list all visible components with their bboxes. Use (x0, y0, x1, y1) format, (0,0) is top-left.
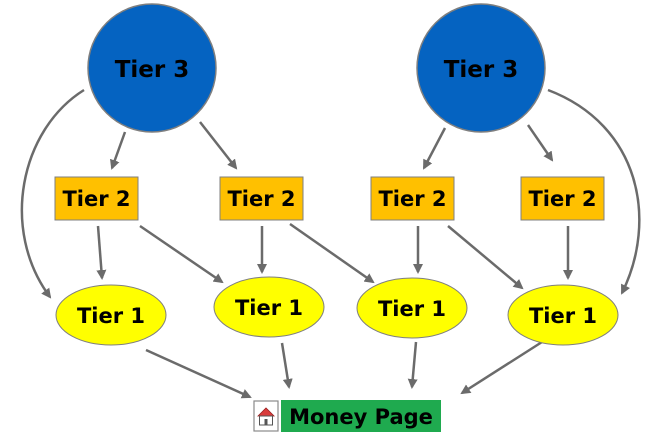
tier1-label: Tier 1 (529, 304, 597, 328)
tier2-label: Tier 2 (62, 187, 130, 211)
arrow-tier2a-to-tier1a (96, 225, 107, 280)
arrow-right-tier3-to-tier2-b (526, 124, 554, 162)
tier2-node: Tier 2 (219, 176, 304, 221)
tier1-label: Tier 1 (235, 296, 303, 320)
arrow-tier2c-to-tier1d (447, 225, 524, 290)
tier3-label: Tier 3 (115, 57, 190, 83)
arrow-tier2a-to-tier1b (139, 224, 224, 284)
tier1-node: Tier 1 (356, 277, 468, 339)
tier1-label: Tier 1 (77, 304, 145, 328)
arrow-right-tier3-to-tier1-curve (547, 88, 641, 295)
arrow-tier2b-to-tier1c (289, 222, 375, 284)
tier1-node: Tier 1 (507, 284, 619, 346)
tier2-label: Tier 2 (227, 187, 295, 211)
money-page-label: Money Page (289, 405, 433, 429)
tier2-label: Tier 2 (378, 187, 446, 211)
arrow-left-tier3-to-tier2-a (110, 131, 127, 170)
tier2-label: Tier 2 (528, 187, 596, 211)
arrow-tier1b-to-money (280, 342, 293, 389)
tier2-node: Tier 2 (520, 176, 605, 221)
arrow-left-tier3-to-tier2-b (199, 121, 238, 170)
tier1-label: Tier 1 (378, 297, 446, 321)
tier3-node: Tier 3 (416, 3, 546, 133)
tier3-label: Tier 3 (444, 57, 519, 83)
arrow-tier1c-to-money (407, 341, 418, 389)
tier2-node: Tier 2 (54, 176, 139, 221)
house-page-icon (253, 400, 279, 432)
tier1-node: Tier 1 (213, 276, 325, 338)
arrow-tier1d-to-money (460, 340, 543, 395)
arrow-tier1a-to-money (145, 348, 252, 399)
arrow-right-tier3-to-tier2-a (422, 127, 447, 170)
tier2-node: Tier 2 (370, 176, 455, 221)
arrows (20, 88, 641, 399)
tier1-node: Tier 1 (55, 284, 167, 346)
money-page-node: Money Page (253, 400, 441, 432)
tier3-node: Tier 3 (87, 3, 217, 133)
arrow-left-tier3-to-tier1-curve (20, 88, 85, 299)
